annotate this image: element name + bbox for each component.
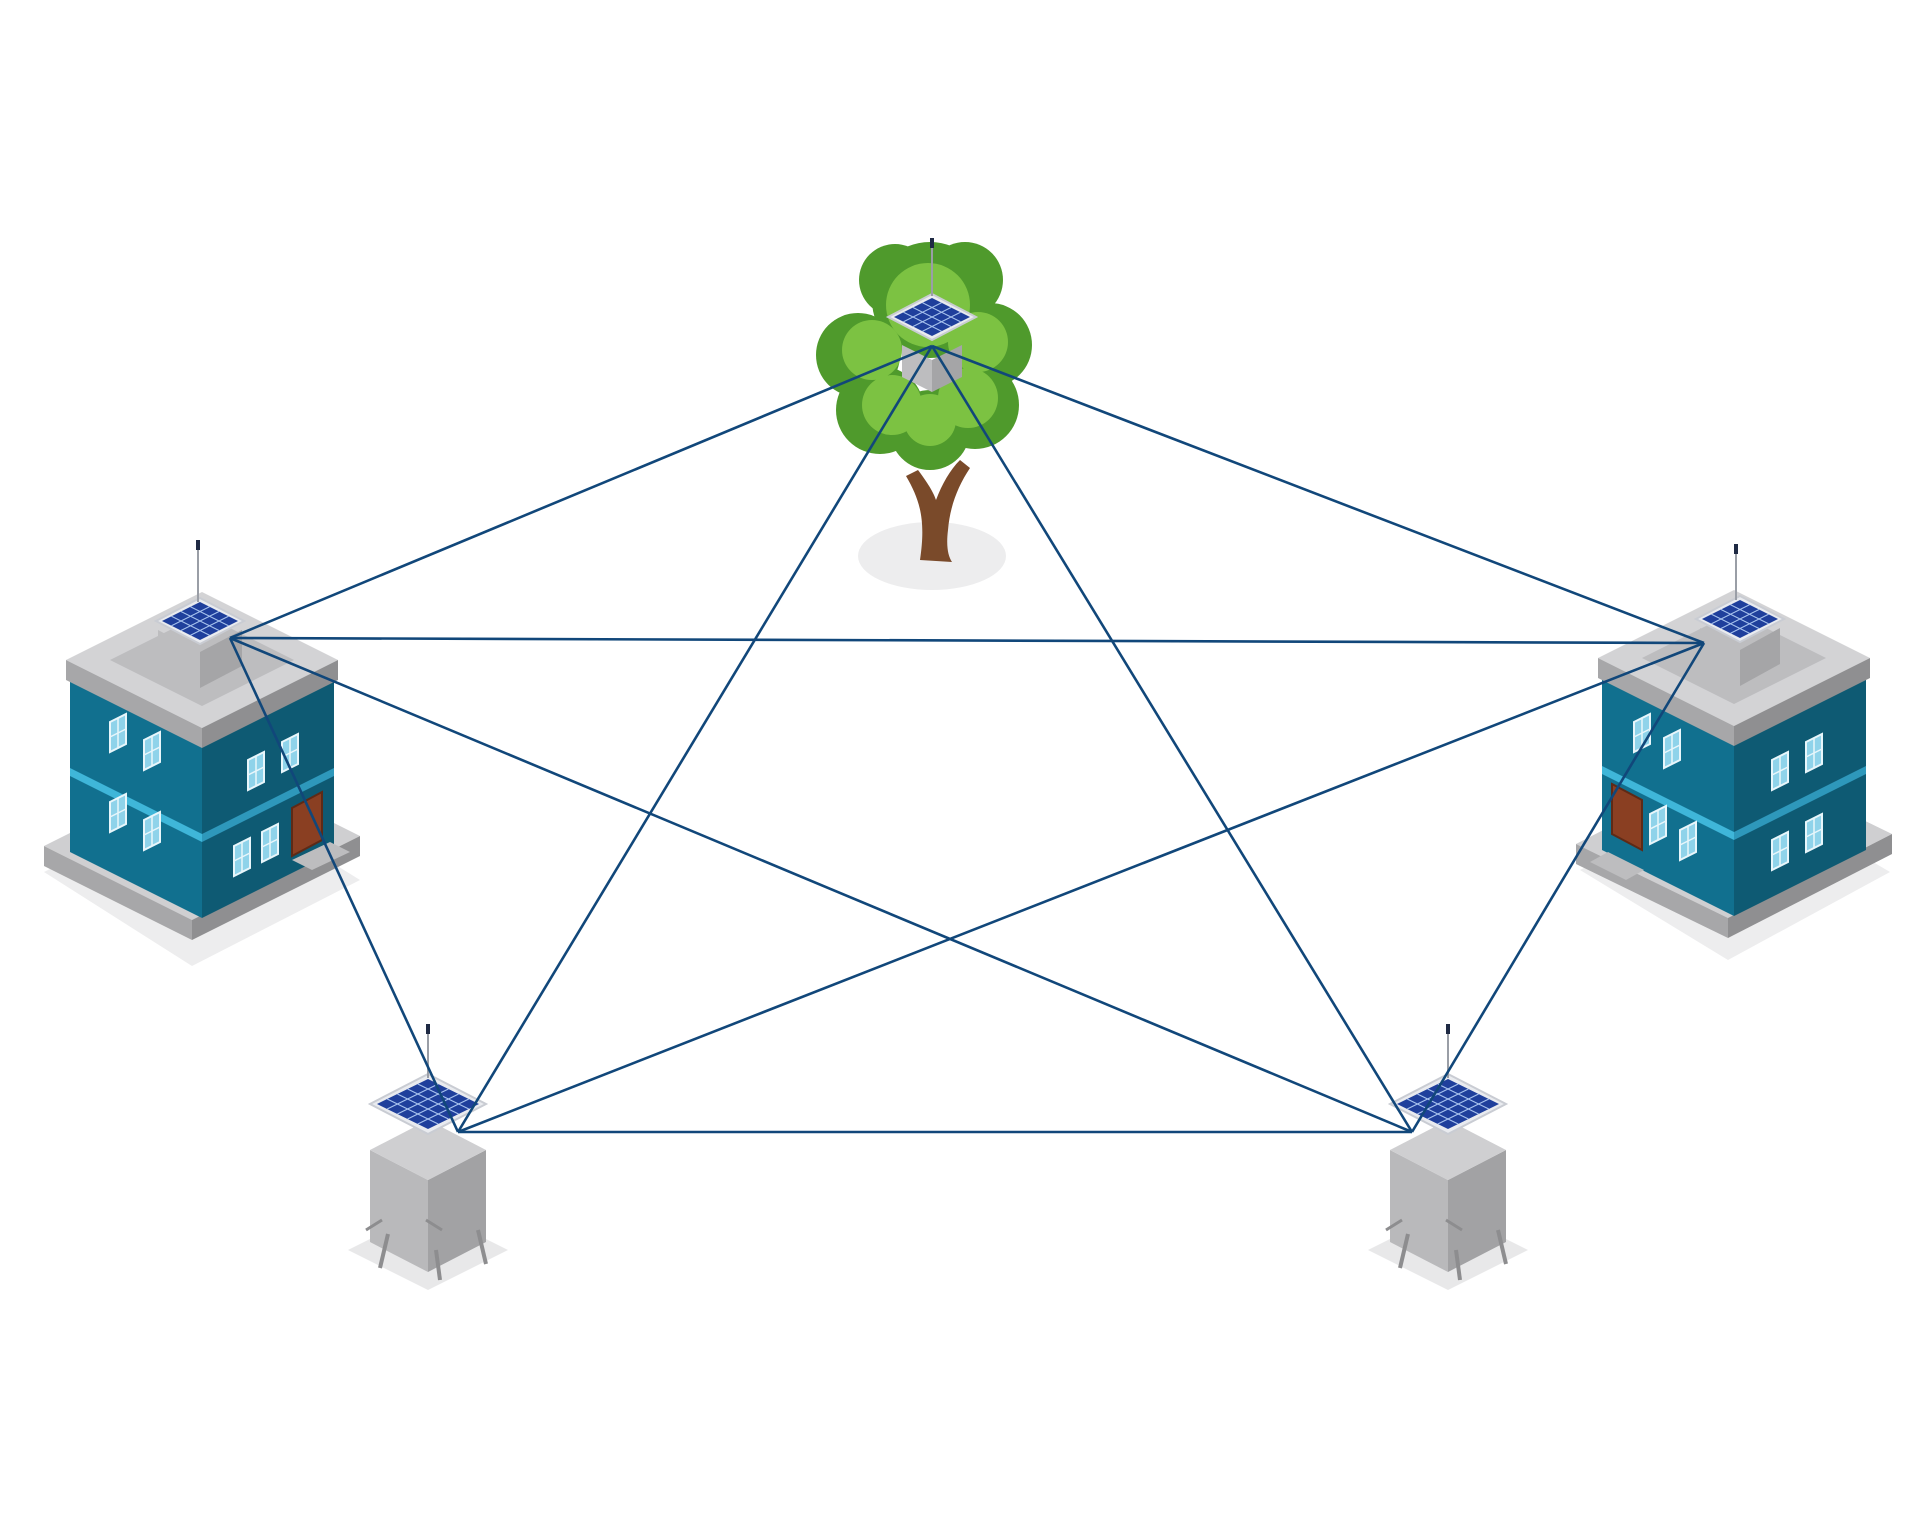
link-right-building-node-to-bottom-right-node <box>1410 642 1706 1133</box>
link-tree-node-to-left-building-node <box>229 344 933 640</box>
link-left-building-node-to-right-building-node <box>229 636 1705 645</box>
link-left-building-node-to-bottom-right-node <box>229 636 1413 1134</box>
link-tree-node-to-bottom-right-node <box>930 345 1414 1133</box>
tree-with-solar-sensor-icon <box>816 238 1032 590</box>
bottom-left-solar-sensor-box-icon <box>346 1024 510 1292</box>
link-left-building-node-to-bottom-left-node <box>228 637 460 1133</box>
mesh-links-overlay <box>228 344 1706 1134</box>
link-right-building-node-to-bottom-left-node <box>457 641 1705 1134</box>
left-building-with-solar-sensor-icon <box>44 540 360 966</box>
right-building-with-solar-sensor-icon <box>1576 544 1892 960</box>
bottom-right-solar-sensor-box-icon <box>1366 1024 1530 1292</box>
link-tree-node-to-bottom-left-node <box>456 345 934 1133</box>
link-tree-node-to-right-building-node <box>931 344 1705 645</box>
